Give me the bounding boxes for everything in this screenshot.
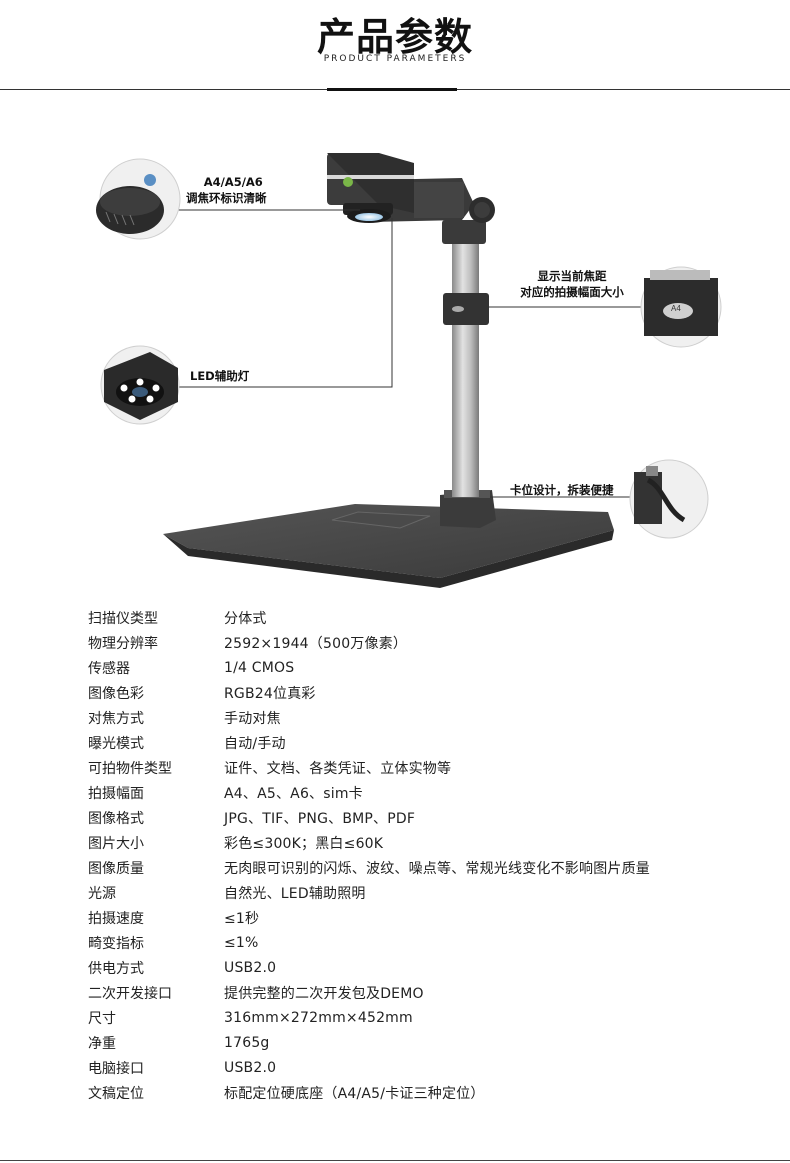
spec-value: 2592×1944（500万像素） (224, 635, 408, 652)
focus-ring-callout: A4/A5/A6 调焦环标识清晰 (186, 174, 267, 206)
focus-ring-callout-line2: 调焦环标识清晰 (186, 191, 267, 205)
spec-label: 拍摄速度 (88, 910, 144, 927)
scanner-pole (452, 235, 479, 497)
spec-label: 物理分辨率 (88, 635, 158, 652)
pole-clip (443, 293, 489, 325)
spec-label: 畸变指标 (88, 935, 144, 952)
spec-value: 自然光、LED辅助照明 (224, 885, 366, 902)
spec-value: JPG、TIF、PNG、BMP、PDF (224, 810, 416, 827)
spec-label: 光源 (88, 885, 116, 902)
spec-row: 光源 自然光、LED辅助照明 (88, 880, 728, 905)
spec-row: 扫描仪类型 分体式 (88, 605, 728, 630)
spec-label: 图像色彩 (88, 685, 144, 702)
display-badge: A4 (671, 304, 681, 313)
focus-ring-detail-circle (96, 158, 181, 240)
spec-row: 文稿定位 标配定位硬底座（A4/A5/卡证三种定位） (88, 1080, 728, 1105)
spec-row: 曝光模式 自动/手动 (88, 730, 728, 755)
spec-value: USB2.0 (224, 1059, 277, 1076)
spec-row: 图像质量 无肉眼可识别的闪烁、波纹、噪点等、常规光线变化不影响图片质量 (88, 855, 728, 880)
spec-row: 供电方式 USB2.0 (88, 955, 728, 980)
spec-label: 图片大小 (88, 835, 144, 852)
spec-label: 扫描仪类型 (88, 610, 158, 627)
spec-label: 曝光模式 (88, 735, 144, 752)
product-illustration: A4/A5/A6 调焦环标识清晰 LED辅助灯 显示当前焦距 对应的拍摄幅面大小… (0, 95, 790, 595)
spec-label: 对焦方式 (88, 710, 144, 727)
spec-value: USB2.0 (224, 959, 277, 976)
spec-value: 证件、文档、各类凭证、立体实物等 (224, 760, 452, 777)
spec-label: 尺寸 (88, 1010, 116, 1027)
clip-detail-circle (629, 459, 709, 539)
spec-row: 图像格式 JPG、TIF、PNG、BMP、PDF (88, 805, 728, 830)
spec-label: 可拍物件类型 (88, 760, 172, 777)
spec-value: ≤1秒 (224, 910, 260, 927)
spec-row: 对焦方式 手动对焦 (88, 705, 728, 730)
pole-top-joint (442, 220, 486, 244)
spec-label: 二次开发接口 (88, 985, 172, 1002)
spec-label: 传感器 (88, 660, 130, 677)
spec-value: 手动对焦 (224, 710, 281, 727)
spec-row: 拍摄幅面 A4、A5、A6、sim卡 (88, 780, 728, 805)
spec-label: 供电方式 (88, 960, 144, 977)
spec-value: 316mm×272mm×452mm (224, 1009, 413, 1026)
spec-row: 可拍物件类型 证件、文档、各类凭证、立体实物等 (88, 755, 728, 780)
spec-row: 净重 1765g (88, 1030, 728, 1055)
spec-label: 净重 (88, 1035, 116, 1052)
leader-lines (175, 209, 642, 498)
camera-head (327, 153, 414, 223)
spec-value: 无肉眼可识别的闪烁、波纹、噪点等、常规光线变化不影响图片质量 (224, 860, 650, 877)
spec-label: 图像格式 (88, 810, 144, 827)
scanner-arm (372, 178, 495, 223)
clip-callout: 卡位设计，拆装便捷 (510, 483, 614, 497)
spec-row: 电脑接口 USB2.0 (88, 1055, 728, 1080)
footer-divider (0, 1160, 790, 1161)
page-subtitle: PRODUCT PARAMETERS (323, 54, 467, 64)
display-callout-line1: 显示当前焦距 (537, 269, 607, 283)
spec-value: A4、A5、A6、sim卡 (224, 785, 363, 802)
spec-value: 自动/手动 (224, 735, 286, 752)
led-callout: LED辅助灯 (190, 369, 250, 383)
spec-row: 传感器 1/4 CMOS (88, 655, 728, 680)
spec-label: 文稿定位 (88, 1085, 144, 1102)
header-divider-accent (327, 88, 457, 91)
spec-row: 拍摄速度 ≤1秒 (88, 905, 728, 930)
spec-label: 拍摄幅面 (88, 785, 144, 802)
spec-value: 分体式 (224, 610, 267, 627)
spec-row: 图片大小 彩色≤300K；黑白≤60K (88, 830, 728, 855)
spec-row: 畸变指标 ≤1% (88, 930, 728, 955)
spec-label: 图像质量 (88, 860, 144, 877)
scanner-drawing (96, 153, 722, 588)
spec-table: 扫描仪类型 分体式物理分辨率 2592×1944（500万像素） 传感器 1/4 CMO… (88, 605, 728, 1105)
page-header: 产品参数 PRODUCT PARAMETERS (0, 0, 790, 92)
spec-row: 物理分辨率 2592×1944（500万像素） (88, 630, 728, 655)
spec-value: 1765g (224, 1034, 270, 1051)
display-callout-line2: 对应的拍摄幅面大小 (520, 285, 624, 299)
focus-ring-callout-line1: A4/A5/A6 (203, 175, 263, 189)
spec-label: 电脑接口 (88, 1060, 144, 1077)
spec-value: ≤1% (224, 934, 259, 951)
spec-value: RGB24位真彩 (224, 685, 316, 702)
spec-row: 二次开发接口 提供完整的二次开发包及DEMO (88, 980, 728, 1005)
page-title: 产品参数 (316, 15, 473, 59)
scanner-base (163, 504, 614, 588)
spec-value: 1/4 CMOS (224, 659, 295, 676)
spec-value: 提供完整的二次开发包及DEMO (224, 985, 424, 1002)
display-detail-circle (640, 266, 722, 348)
led-detail-circle (100, 345, 180, 425)
display-callout: 显示当前焦距 对应的拍摄幅面大小 (512, 268, 632, 300)
spec-value: 彩色≤300K；黑白≤60K (224, 835, 384, 852)
spec-value: 标配定位硬底座（A4/A5/卡证三种定位） (224, 1085, 485, 1102)
spec-row: 图像色彩 RGB24位真彩 (88, 680, 728, 705)
spec-row: 尺寸 316mm×272mm×452mm (88, 1005, 728, 1030)
